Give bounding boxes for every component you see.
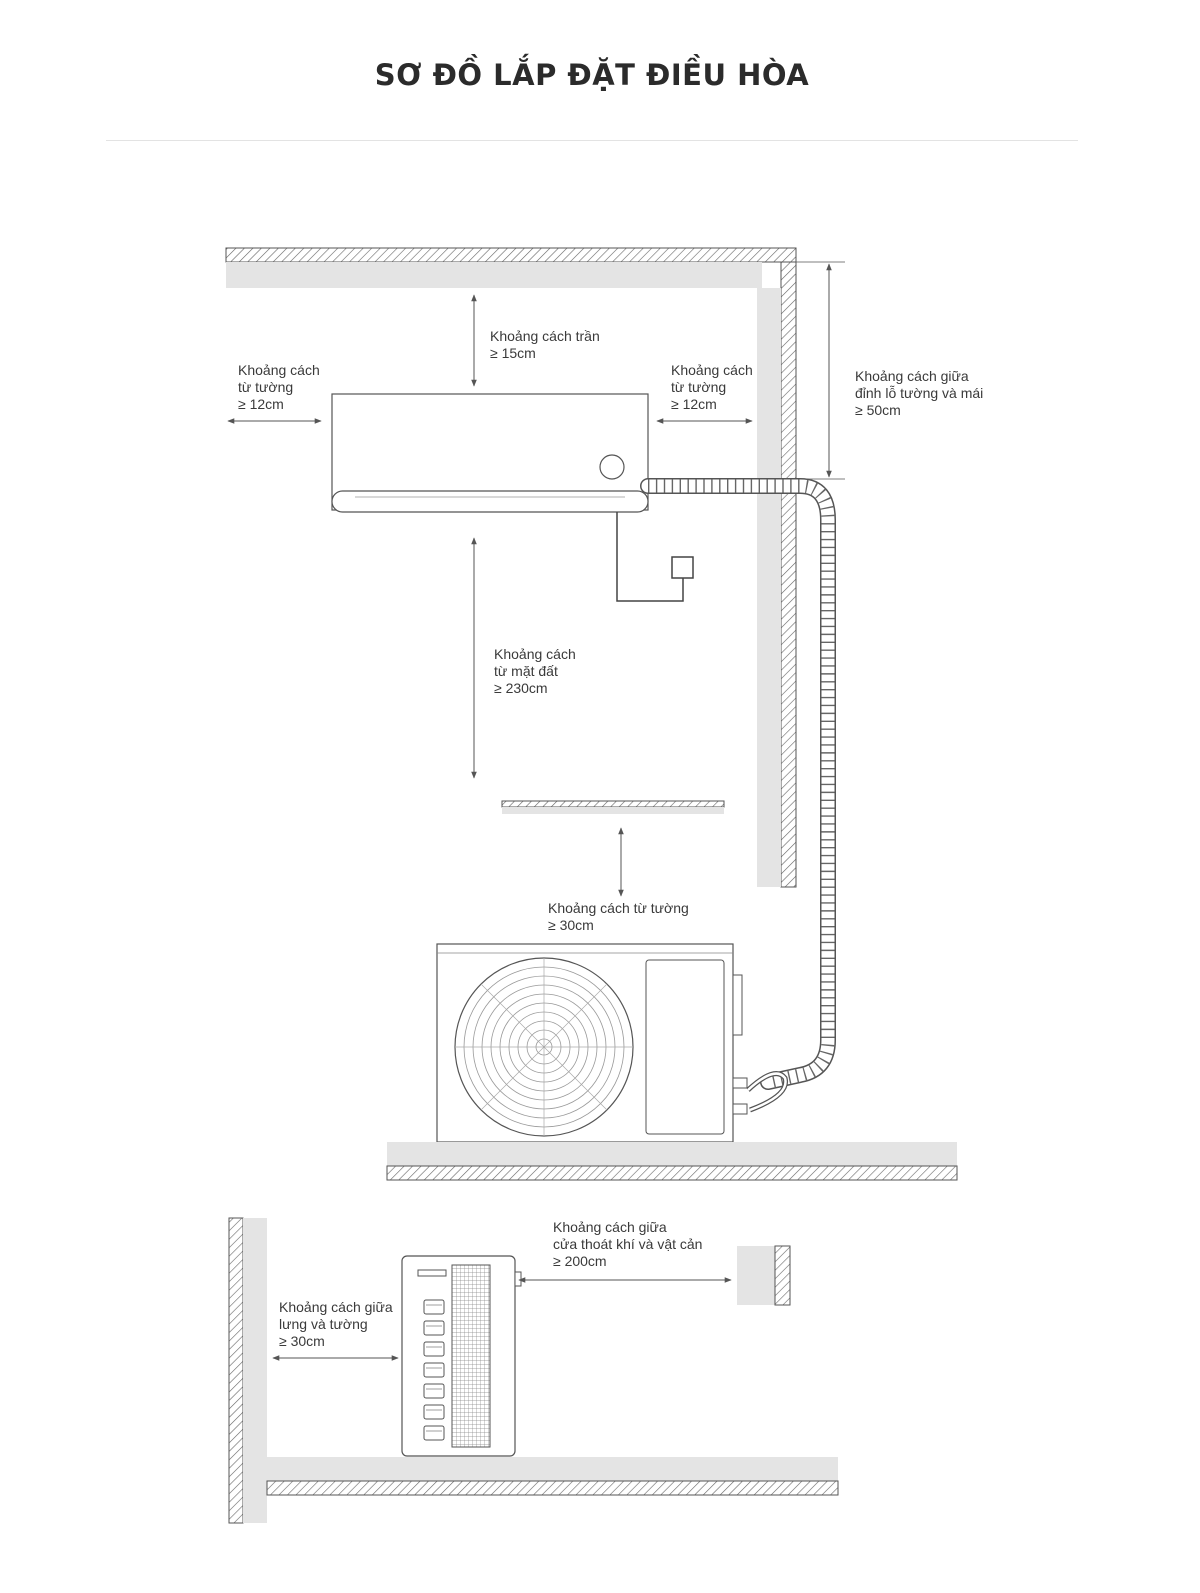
label-wall-right-line2: từ tường: [671, 379, 726, 395]
label-roof-hole-line1: Khoảng cách giữa: [855, 368, 969, 384]
obstacle: [737, 1246, 775, 1305]
label-floor-line2: từ mặt đất: [494, 663, 558, 679]
page-title: SƠ ĐỒ LẮP ĐẶT ĐIỀU HÒA: [374, 58, 810, 92]
indoor-unit: [331, 393, 694, 602]
label-back-wall-line2: lưng và tường: [279, 1316, 368, 1332]
ceiling-hatch: [225, 247, 797, 263]
label-ceiling-line2: ≥ 15cm: [490, 345, 536, 361]
outdoor-overhang: [501, 800, 725, 897]
label-floor-line3: ≥ 230cm: [494, 680, 548, 696]
label-outdoor-wall-line1: Khoảng cách từ tường: [548, 900, 689, 916]
label-outdoor-wall-line2: ≥ 30cm: [548, 917, 594, 933]
label-wall-right-line3: ≥ 12cm: [671, 396, 717, 412]
obstacle-hatch: [774, 1245, 791, 1306]
label-wall-left-line1: Khoảng cách: [238, 362, 320, 378]
svg-text:Khoảng cách trần≥ 15cm: Khoảng cách trần≥ 15cm: [490, 328, 600, 361]
title-divider: [106, 140, 1078, 141]
side-vent-slots: [423, 1299, 445, 1441]
indoor-unit-louver: [331, 490, 649, 513]
label-ceiling: Khoảng cách trần≥ 15cm: [490, 328, 600, 361]
indoor-unit-indicator-icon: [599, 454, 625, 480]
fan-grille-icon: [454, 957, 634, 1137]
label-roof-hole-line2: đỉnh lỗ tường và mái: [855, 385, 983, 401]
outdoor-unit-panel: [645, 959, 725, 1135]
label-exhaust-line3: ≥ 200cm: [553, 1253, 607, 1269]
label-wall-right-line1: Khoảng cách: [671, 362, 753, 378]
indoor-walls: [225, 247, 797, 888]
label-floor-line1: Khoảng cách: [494, 646, 576, 662]
wall-surface: [757, 288, 781, 887]
label-back-wall-line1: Khoảng cách giữa: [279, 1299, 393, 1315]
indoor-dimensions: [227, 261, 845, 779]
power-socket-icon: [671, 556, 694, 579]
label-outdoor-wall: Khoảng cách từ tường≥ 30cm: [548, 900, 689, 933]
label-back-wall-line3: ≥ 30cm: [279, 1333, 325, 1349]
outdoor-ground: [386, 1142, 958, 1181]
outdoor-unit-front: [436, 943, 748, 1143]
side-view-dimensions: [272, 1277, 732, 1361]
label-exhaust-line2: cửa thoát khí và vật cản: [553, 1236, 702, 1252]
ceiling-surface: [226, 262, 762, 288]
label-wall-left-line3: ≥ 12cm: [238, 396, 284, 412]
power-cable: [616, 512, 684, 602]
refrigerant-pipe: [640, 478, 836, 1113]
side-grille: [451, 1264, 491, 1448]
wall-hatch: [780, 261, 797, 888]
label-roof-hole-line3: ≥ 50cm: [855, 402, 901, 418]
outdoor-unit-side: [401, 1255, 522, 1457]
label-ceiling-line1: Khoảng cách trần: [490, 328, 600, 344]
label-exhaust-line1: Khoảng cách giữa: [553, 1219, 667, 1235]
side-view-walls: [228, 1217, 839, 1524]
svg-text:Khoảng cách từ tường≥ 30cm: Khoảng cách từ tường≥ 30cm: [548, 900, 689, 933]
label-wall-left-line2: từ tường: [238, 379, 293, 395]
